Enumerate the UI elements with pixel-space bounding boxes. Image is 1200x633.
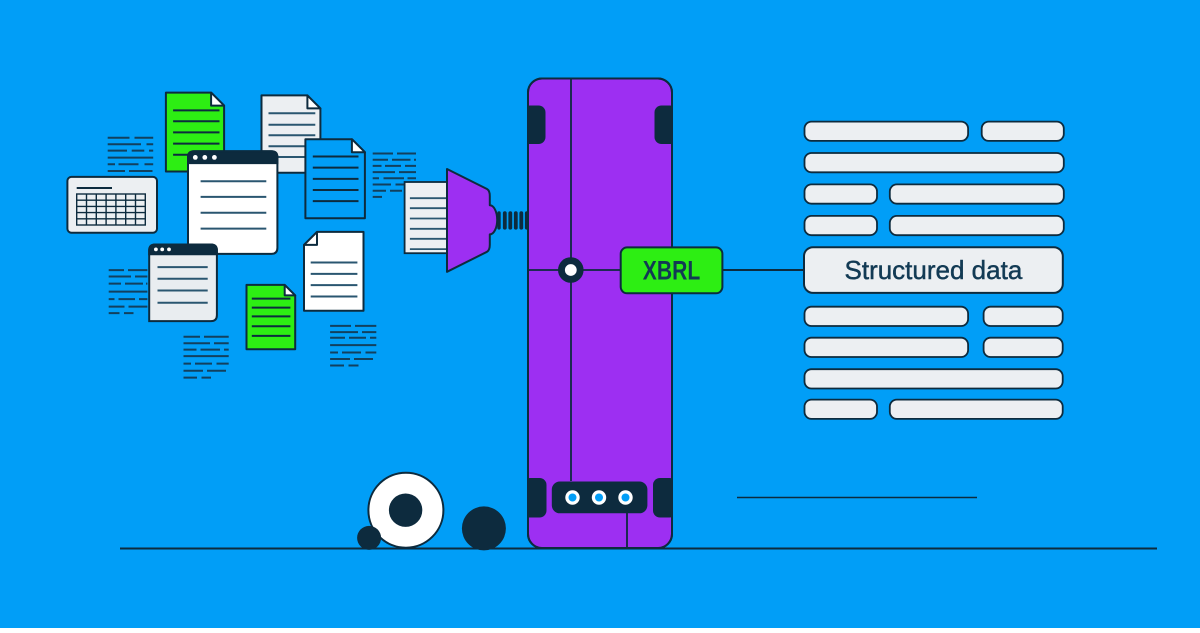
svg-text:Structured data: Structured data [845,255,1023,285]
svg-text:XBRL: XBRL [643,256,701,286]
